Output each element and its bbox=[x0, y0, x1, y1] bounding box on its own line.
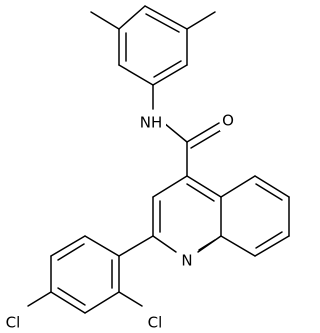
bond bbox=[118, 5, 146, 30]
dichlorophenyl-ring bbox=[27, 235, 154, 314]
bond bbox=[254, 175, 290, 198]
label-mask bbox=[220, 109, 236, 131]
bond bbox=[84, 291, 120, 314]
quinoline-nitrogen-label: N bbox=[181, 252, 192, 270]
bond bbox=[254, 235, 290, 257]
bond bbox=[255, 231, 283, 249]
bond bbox=[118, 291, 143, 307]
methyl-groups bbox=[90, 11, 216, 30]
bond bbox=[255, 183, 283, 201]
bond bbox=[186, 11, 216, 30]
carbonyl-oxygen-label: O bbox=[222, 112, 234, 130]
bond bbox=[186, 122, 220, 143]
bond bbox=[57, 243, 85, 261]
bond bbox=[145, 13, 180, 33]
label-mask bbox=[179, 250, 195, 272]
bond bbox=[118, 64, 154, 86]
bond bbox=[152, 175, 188, 198]
chlorine-left-label: Cl bbox=[6, 314, 21, 332]
bond bbox=[186, 183, 215, 202]
bond bbox=[153, 60, 182, 78]
bond bbox=[220, 235, 256, 257]
bond bbox=[27, 291, 52, 307]
bond bbox=[186, 175, 222, 198]
bond bbox=[190, 128, 224, 149]
bond bbox=[84, 235, 120, 257]
label-mask bbox=[1, 312, 26, 333]
bond bbox=[50, 291, 86, 314]
bond bbox=[144, 5, 188, 30]
chemical-structure-diagram: NH O N Cl Cl bbox=[1, 5, 290, 333]
amide-nh-label: NH bbox=[140, 114, 163, 132]
bond bbox=[57, 287, 86, 306]
quinoline-ring-system bbox=[152, 175, 290, 257]
bond bbox=[198, 239, 216, 251]
bond bbox=[152, 64, 188, 86]
bond bbox=[50, 235, 86, 257]
atom-labels: NH O N Cl Cl bbox=[1, 109, 236, 333]
bond bbox=[163, 122, 188, 143]
bond bbox=[152, 235, 177, 253]
label-mask bbox=[143, 312, 168, 333]
bond bbox=[118, 235, 154, 257]
dimethylphenyl-ring bbox=[118, 5, 188, 86]
amide-linkage bbox=[152, 84, 224, 177]
chlorine-right-label: Cl bbox=[148, 314, 163, 332]
label-mask bbox=[137, 111, 166, 133]
bond bbox=[220, 175, 256, 198]
bond bbox=[90, 11, 120, 30]
